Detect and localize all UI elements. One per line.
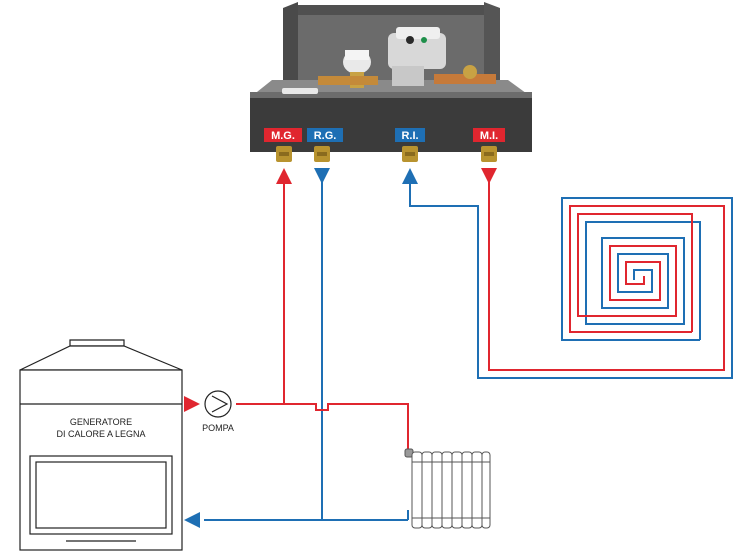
pipe-mi-supply (488, 182, 725, 371)
flow-arrows (184, 168, 497, 528)
circulator-pump-component (388, 27, 446, 86)
wood-stove-icon (19, 339, 183, 551)
fitting-ri (402, 146, 418, 162)
port-label-ri-text: R.I. (401, 130, 418, 142)
fitting-mi (481, 146, 497, 162)
generator-label-line2: DI CALORE A LEGNA (56, 429, 145, 439)
port-label-rg: R.G. (307, 128, 343, 142)
pipe-hot-main (236, 403, 409, 452)
arrow-down-mi (481, 168, 497, 184)
port-label-mg-text: M.G. (271, 130, 295, 142)
box-flange-left (283, 2, 298, 92)
box-flange-right (484, 2, 500, 92)
pump-label: POMPA (202, 423, 234, 433)
generator-door-outer (29, 455, 173, 535)
port-label-ri: R.I. (395, 128, 425, 142)
pipes (204, 180, 733, 521)
radiator-icon (404, 448, 491, 529)
port-label-mi: M.I. (473, 128, 505, 142)
floor-heating-spiral-icon (577, 213, 701, 340)
brass-pipe-right (434, 74, 496, 84)
pipe-ri-return (409, 180, 733, 379)
brass-pipe-left (318, 76, 378, 85)
generator-door-inner (35, 461, 167, 529)
arrow-up-mg (276, 168, 292, 184)
port-label-mg: M.G. (264, 128, 302, 142)
arrow-right-generator-out (184, 396, 200, 412)
port-label-rg-text: R.G. (314, 130, 337, 142)
port-label-mi-text: M.I. (480, 130, 498, 142)
generator-hood (69, 339, 125, 347)
generator-body (19, 369, 183, 551)
pump-icon (204, 390, 232, 418)
fitting-mg (276, 146, 292, 162)
manifold-box: M.G. R.G. R.I. M.I. (250, 2, 532, 162)
arrow-up-ri (402, 168, 418, 184)
arrow-left-generator-in (184, 512, 200, 528)
fitting-rg (314, 146, 330, 162)
arrow-down-rg (314, 168, 330, 184)
generator-label-line1: GENERATORE (70, 417, 132, 427)
box-front-panel (250, 92, 532, 152)
